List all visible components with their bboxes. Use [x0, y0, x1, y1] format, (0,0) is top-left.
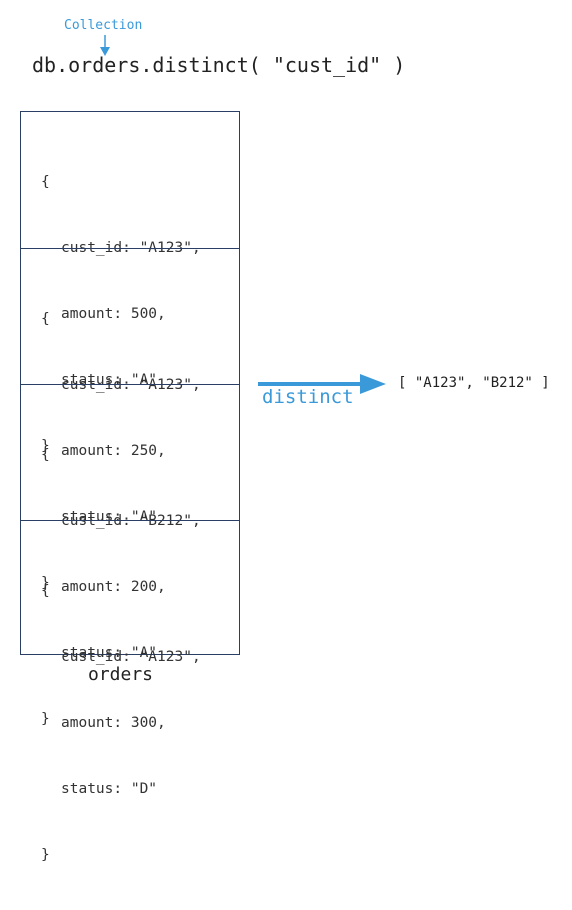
distinct-command: db.orders.distinct( "cust_id" ) [32, 53, 406, 77]
doc-field-amount: amount: 500, [61, 306, 166, 322]
doc-open-brace: { [41, 447, 50, 463]
doc-field-amount: amount: 250, [61, 443, 166, 459]
distinct-result: [ "A123", "B212" ] [398, 375, 550, 391]
doc-field-status: status: "A" [61, 645, 158, 661]
doc-field-status: status: "A" [61, 509, 158, 525]
operation-label: distinct [262, 386, 354, 408]
doc-field-cust-id: cust_id: "A123", [61, 377, 201, 393]
annotation-label: Collection [64, 18, 143, 33]
doc-field-amount: amount: 300, [61, 715, 166, 731]
collection-pointer-arrow [100, 35, 110, 56]
doc-field-status: status: "D" [61, 781, 158, 797]
doc-close-brace: } [41, 847, 50, 863]
document-1: { cust_id: "A123", amount: 500, status: … [21, 112, 239, 454]
document-4: { cust_id: "A123", amount: 300, status: … [21, 520, 239, 863]
document-2: { cust_id: "A123", amount: 250, status: … [21, 248, 239, 591]
doc-field-cust-id: cust_id: "A123", [61, 649, 201, 665]
orders-collection: { cust_id: "A123", amount: 500, status: … [20, 111, 240, 863]
doc-field-amount: amount: 200, [61, 579, 166, 595]
distinct-arrow [258, 374, 386, 394]
doc-field-cust-id: cust_id: "B212", [61, 513, 201, 529]
document-3: { cust_id: "B212", amount: 200, status: … [21, 384, 239, 727]
collection-name-label: orders [88, 664, 154, 685]
doc-close-brace: } [41, 438, 50, 454]
doc-open-brace: { [41, 174, 50, 190]
doc-close-brace: } [41, 575, 50, 591]
doc-open-brace: { [41, 583, 50, 599]
doc-open-brace: { [41, 311, 50, 327]
